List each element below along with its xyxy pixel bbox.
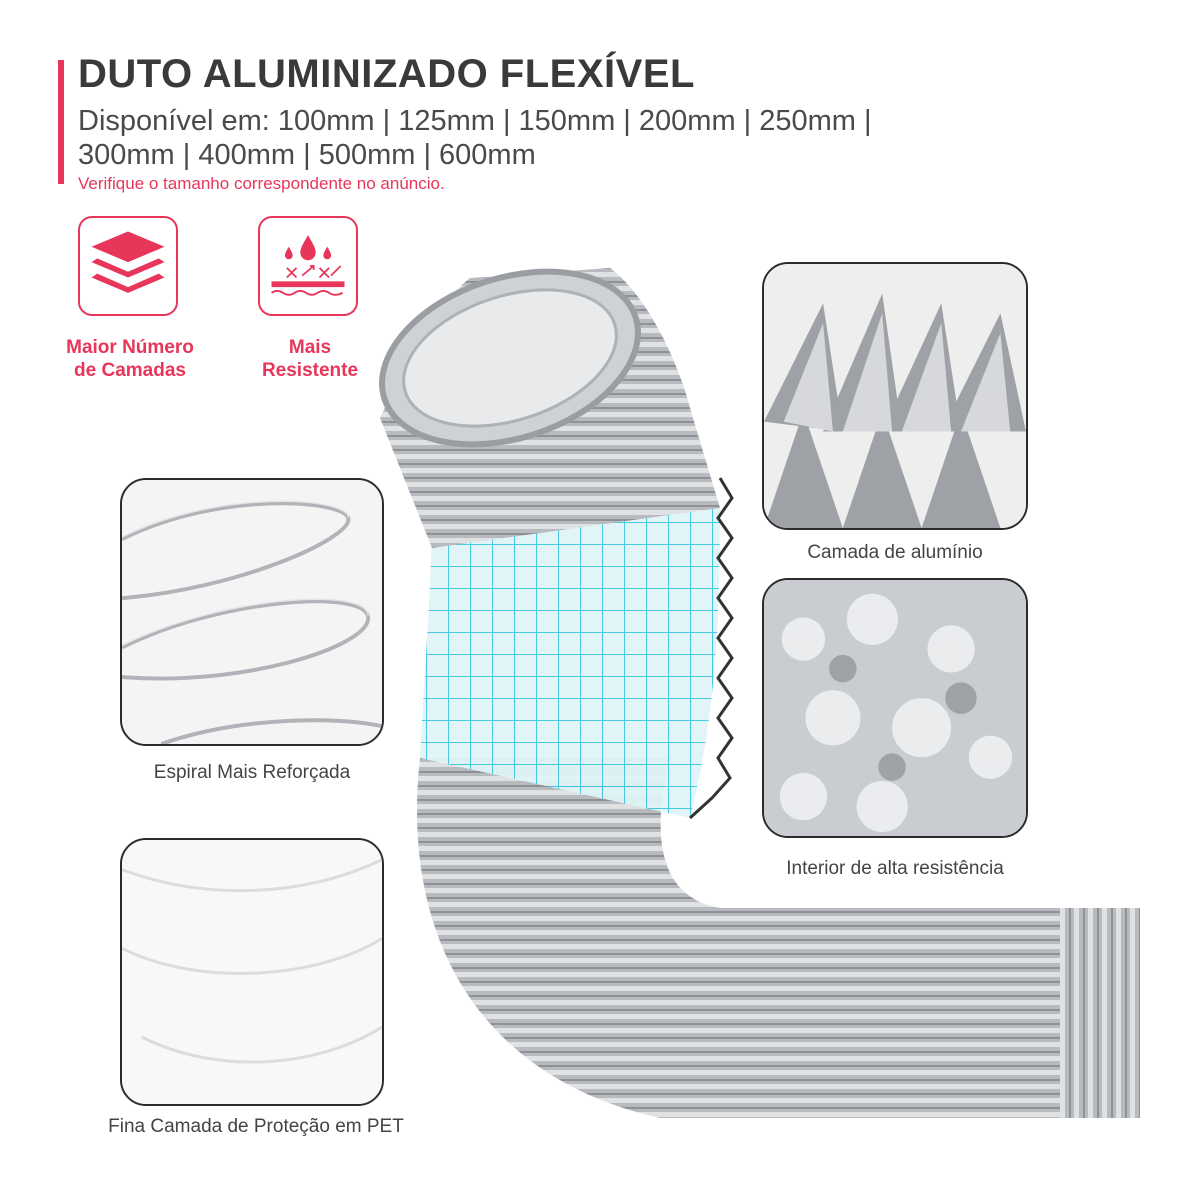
pet-layer-card <box>120 838 384 1106</box>
flexible-duct-illustration <box>360 258 1140 1158</box>
spiral-image <box>122 480 382 744</box>
interior-caption: Interior de alta resistência <box>786 858 1004 879</box>
sizes-line-1: Disponível em: 100mm | 125mm | 150mm | 2… <box>78 105 872 137</box>
interior-card <box>762 578 1028 838</box>
pet-layer-caption: Fina Camada de Proteção em PET <box>108 1116 404 1137</box>
pet-layer-image <box>122 840 382 1104</box>
aluminum-layer-image <box>764 264 1026 528</box>
spiral-card <box>120 478 384 746</box>
layers-icon <box>91 231 165 293</box>
interior-image <box>764 580 1026 836</box>
resistant-badge <box>258 216 358 316</box>
resistant-label: Mais Resistente <box>261 337 359 381</box>
aluminum-layer-card <box>762 262 1028 530</box>
title-accent-bar <box>58 60 64 184</box>
layers-label: Maior Número de Camadas <box>66 337 194 381</box>
page-title: DUTO ALUMINIZADO FLEXÍVEL <box>78 52 695 96</box>
layers-badge <box>78 216 178 316</box>
available-sizes: Disponível em: 100mm | 125mm | 150mm | 2… <box>78 104 978 172</box>
sizes-line-2: 300mm | 400mm | 500mm | 600mm <box>78 139 536 171</box>
water-resistant-icon <box>270 235 345 296</box>
size-note: Verifique o tamanho correspondente no an… <box>78 174 445 193</box>
aluminum-layer-caption: Camada de alumínio <box>807 542 983 563</box>
spiral-caption: Espiral Mais Reforçada <box>153 762 351 783</box>
